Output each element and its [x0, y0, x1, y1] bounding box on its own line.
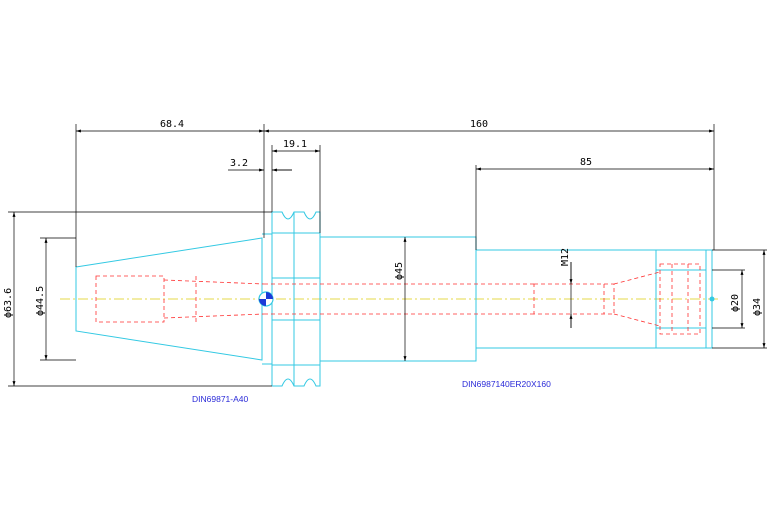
- gauge-point-marker: [258, 291, 274, 307]
- dimension-lines: [8, 124, 767, 387]
- hidden-internal-lines: [95, 263, 701, 335]
- dim-taper-diameter: ϕ44.5: [35, 286, 46, 316]
- dim-nose-length: 85: [580, 157, 592, 168]
- holder-outline: [75, 211, 713, 387]
- dim-nose-diameter: ϕ34: [752, 298, 763, 316]
- dim-flange-width: 19.1: [283, 139, 307, 150]
- dim-flange-diameter: ϕ63.6: [3, 288, 14, 318]
- dim-flange-offset: 3.2: [230, 158, 248, 169]
- dim-overall-length: 160: [470, 119, 488, 130]
- label-holder-standard: DIN69871-A40: [192, 394, 249, 404]
- label-collet-standard: DIN6987140ER20X160: [462, 379, 551, 389]
- dim-body-diameter: ϕ45: [394, 262, 405, 280]
- dim-taper-length: 68.4: [160, 119, 184, 130]
- dim-thread: M12: [560, 248, 571, 266]
- dim-bore-diameter: ϕ20: [730, 294, 741, 312]
- nose-point-marker: [709, 296, 715, 302]
